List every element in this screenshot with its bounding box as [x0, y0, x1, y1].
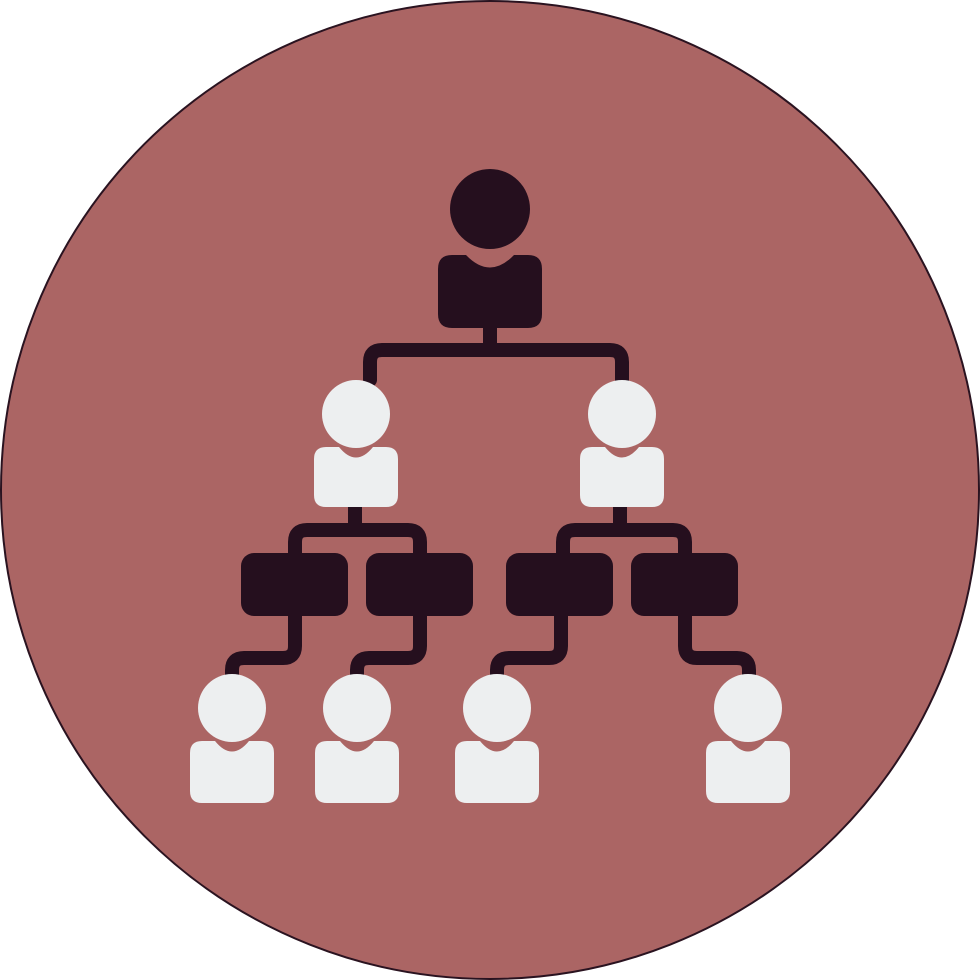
connector-block4-employee4: [678, 608, 756, 687]
connector-block1-employee1: [225, 608, 302, 687]
team-block-1: [241, 553, 348, 616]
employee-2-person-icon: [315, 674, 399, 803]
employee-4-person-icon: [706, 674, 790, 803]
person-head: [714, 674, 782, 742]
person-body: [455, 741, 539, 803]
employee-1-person-icon: [190, 674, 274, 803]
top-manager-person-icon: [438, 169, 542, 328]
team-block-3: [506, 553, 613, 616]
connector-right-branch: [556, 498, 692, 563]
mid-manager-right-person-icon: [580, 380, 664, 507]
person-body: [314, 447, 398, 507]
person-body: [438, 255, 542, 328]
person-head: [588, 380, 656, 448]
employee-3-person-icon: [455, 674, 539, 803]
person-head: [198, 674, 266, 742]
person-head: [463, 674, 531, 742]
connector-block3-employee3: [490, 608, 568, 687]
person-body: [706, 741, 790, 803]
person-body: [190, 741, 274, 803]
connector-block2-employee2: [350, 608, 427, 687]
team-block-2: [366, 553, 473, 616]
mid-manager-left-person-icon: [314, 380, 398, 507]
person-head: [323, 674, 391, 742]
person-body: [580, 447, 664, 507]
person-head: [322, 380, 390, 448]
person-body: [315, 741, 399, 803]
team-block-4: [631, 553, 738, 616]
connector-lines: [225, 313, 756, 687]
person-head: [450, 169, 530, 249]
connector-left-branch: [288, 498, 427, 563]
